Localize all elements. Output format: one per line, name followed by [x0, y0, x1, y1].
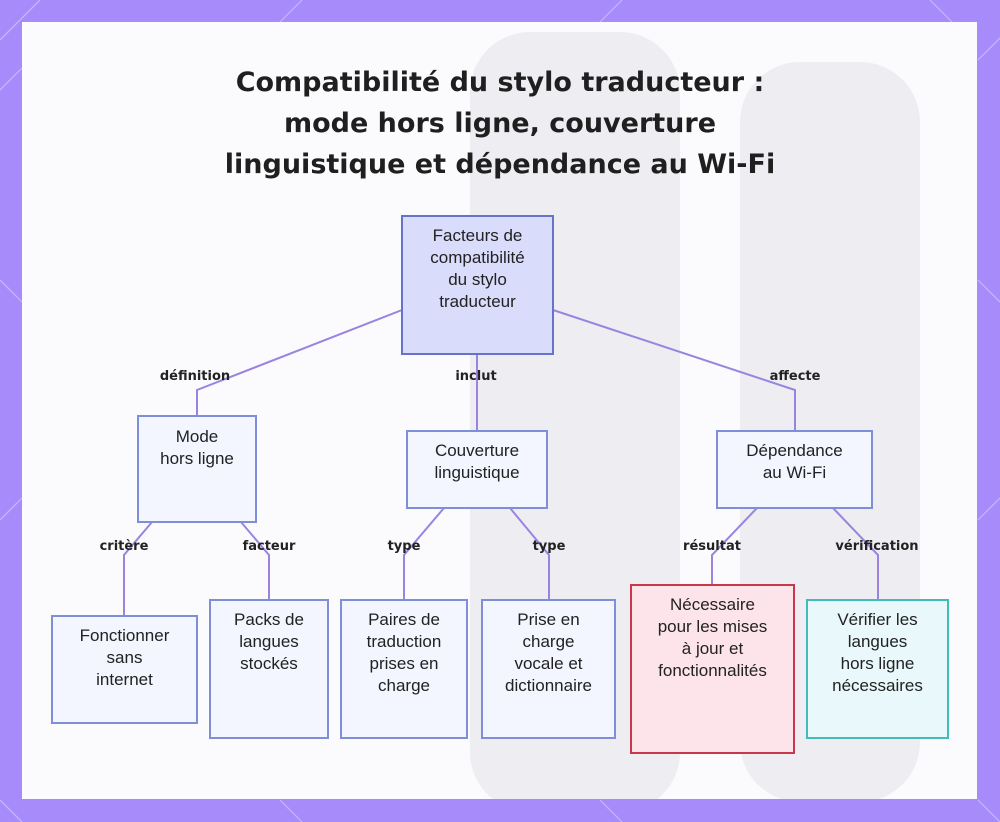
edge-label-inclut: inclut — [455, 369, 497, 384]
edge-root-wifi — [552, 309, 796, 431]
edge-root-offline — [196, 309, 403, 416]
edge-label-type: type — [387, 539, 421, 554]
node-no-internet: Fonctionner sans internet — [51, 615, 198, 724]
edge-offline-packs — [240, 521, 270, 600]
node-required-updates: Nécessaire pour les mises à jour et fonc… — [630, 584, 795, 754]
node-root-compat-factors: Facteurs de compatibilité du stylo tradu… — [401, 215, 554, 355]
edge-label-resultat: résultat — [683, 539, 741, 554]
edge-offline-nointernet — [123, 521, 153, 616]
node-voice-dictionary: Prise en charge vocale et dictionnaire — [481, 599, 616, 739]
node-language-packs: Packs de langues stockés — [209, 599, 329, 739]
edge-label-facteur: facteur — [242, 539, 296, 554]
edge-coverage-pairs — [403, 507, 445, 600]
edge-wifi-verify — [832, 507, 879, 600]
diagram-title: Compatibilité du stylo traducteur : mode… — [0, 62, 1000, 185]
edge-label-definition: définition — [159, 369, 231, 384]
edge-wifi-updates — [711, 507, 758, 585]
edge-label-type: type — [532, 539, 566, 554]
edge-label-affecte: affecte — [769, 369, 821, 384]
title-line: mode hors ligne, couverture — [283, 108, 717, 139]
title-line: Compatibilité du stylo traducteur : — [235, 67, 765, 98]
edge-coverage-voice — [509, 507, 550, 600]
edge-label-critere: critère — [99, 539, 149, 554]
node-offline-mode: Mode hors ligne — [137, 415, 257, 523]
title-line: linguistique et dépendance au Wi-Fi — [224, 149, 776, 180]
node-verify-languages: Vérifier les langues hors ligne nécessai… — [806, 599, 949, 739]
node-language-coverage: Couverture linguistique — [406, 430, 548, 509]
node-translation-pairs: Paires de traduction prises en charge — [340, 599, 468, 739]
edge-label-verification: vérification — [835, 539, 919, 554]
node-wifi-dependency: Dépendance au Wi-Fi — [716, 430, 873, 509]
